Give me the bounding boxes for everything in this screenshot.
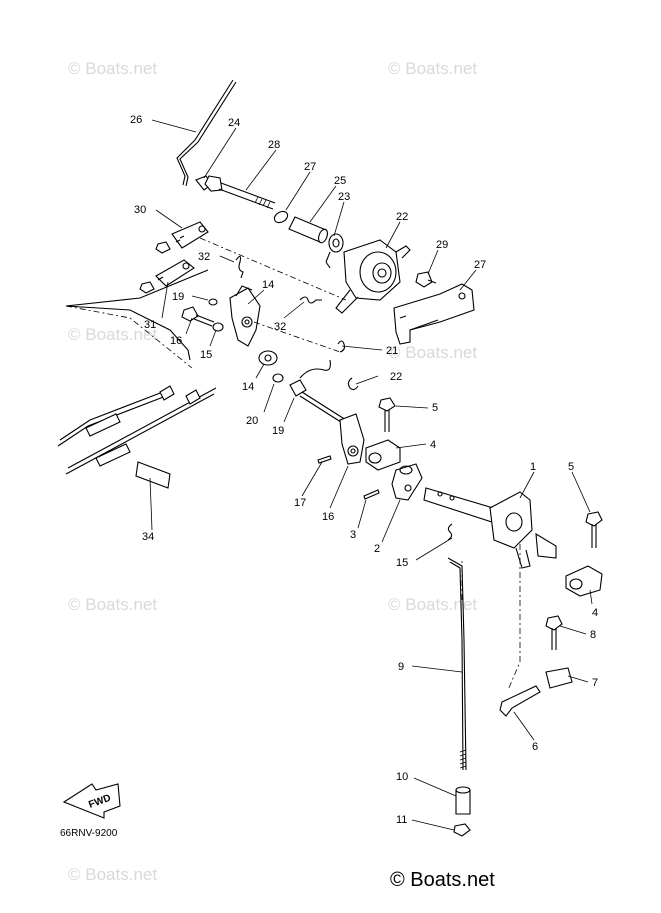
part-label-22: 22 xyxy=(390,371,402,383)
watermark-text: © Boats.net xyxy=(388,343,477,362)
watermark-text: © Boats.net xyxy=(68,59,157,78)
part-label-17: 15 xyxy=(200,349,212,361)
part-label-32: 31 xyxy=(144,319,156,331)
part-7-clamp xyxy=(545,667,573,689)
part-33-clip xyxy=(299,296,322,304)
part-label-25: 24 xyxy=(228,117,240,129)
part-label-7: 7 xyxy=(592,677,598,689)
remote-control-cables xyxy=(57,269,217,475)
part-label-28: 27 xyxy=(474,259,486,271)
part-14-pin xyxy=(317,455,332,464)
part-24-collar xyxy=(328,233,344,253)
diagram-code: 66RNV-9200 xyxy=(60,828,118,839)
part-label-10: 10 xyxy=(396,771,408,783)
part-label-4: 4 xyxy=(592,607,598,619)
part-18-bolt xyxy=(181,306,215,327)
part-label-23: 22 xyxy=(396,211,408,223)
part-34-label xyxy=(135,461,171,489)
part-2-lever xyxy=(391,463,423,501)
part-33-clip xyxy=(235,255,244,279)
nut-icon xyxy=(139,281,155,294)
part-label-11: 11 xyxy=(396,814,407,826)
part-label-26: 25 xyxy=(334,175,346,187)
part-number-labels: 26 24 28 27 25 23 22 29 27 30 32 31 19 1… xyxy=(130,114,598,826)
part-20-washer xyxy=(272,373,284,383)
part-30-bolt xyxy=(204,175,276,210)
nut-icon xyxy=(155,241,171,254)
part-4-clamp-lower xyxy=(565,565,603,597)
part-23-drum xyxy=(325,239,411,314)
part-label-4: 4 xyxy=(430,439,436,451)
part-27-rod xyxy=(176,79,237,187)
part-label-5: 5 xyxy=(432,402,438,414)
watermark-text: © Boats.net xyxy=(388,595,477,614)
fwd-arrow-icon: FWD xyxy=(62,783,121,819)
part-label-8: 8 xyxy=(590,629,596,641)
part-8-bolt xyxy=(545,615,563,650)
part-label-14: 17 xyxy=(294,497,306,509)
part-label-32: 30 xyxy=(134,204,146,216)
part-label-30: 28 xyxy=(268,139,280,151)
part-16-bushing xyxy=(258,350,278,366)
leader-lines xyxy=(149,119,593,831)
part-label-27: 26 xyxy=(130,114,142,126)
part-32-joint-upper xyxy=(171,221,209,249)
part-17-washer xyxy=(212,322,224,332)
watermark-text: © Boats.net xyxy=(68,325,157,344)
part-28-bracket xyxy=(393,283,475,345)
part-13-lever xyxy=(339,413,365,465)
part-label-15: 14 xyxy=(262,279,274,291)
part-31-bolt xyxy=(415,271,437,288)
part-9-rod xyxy=(447,557,467,771)
part-4-clamp xyxy=(365,439,401,471)
part-5-bolt-lower xyxy=(585,511,603,548)
part-label-6: 6 xyxy=(532,741,538,753)
watermark-layer: © Boats.net © Boats.net © Boats.net © Bo… xyxy=(68,59,477,884)
part-label-18: 16 xyxy=(170,335,182,347)
part-label-19: 19 xyxy=(272,425,284,437)
part-12-clip xyxy=(447,523,453,541)
watermark-text: © Boats.net xyxy=(68,595,157,614)
part-26-spacer xyxy=(288,216,329,244)
part-3-pin xyxy=(363,489,380,500)
part-label-34: 34 xyxy=(142,531,154,543)
part-32-joint-lower xyxy=(155,259,195,287)
part-21-clip xyxy=(337,340,346,353)
part-label-20: 19 xyxy=(172,291,184,303)
part-label-21: 21 xyxy=(386,345,398,357)
watermark-text: © Boats.net xyxy=(68,865,157,884)
watermark-text: © Boats.net xyxy=(388,59,477,78)
part-label-16: 14 xyxy=(242,381,254,393)
part-label-33: 32 xyxy=(274,321,286,333)
part-label-12: 15 xyxy=(396,557,408,569)
part-label-13: 16 xyxy=(322,511,334,523)
part-29-washer xyxy=(273,210,289,224)
part-label-9: 9 xyxy=(398,661,404,673)
reference-lines xyxy=(65,237,521,691)
part-label-29: 27 xyxy=(304,161,316,173)
copyright-text: © Boats.net xyxy=(390,869,495,891)
part-label-2: 2 xyxy=(374,543,380,555)
part-19-link xyxy=(289,359,347,425)
part-label-31: 29 xyxy=(436,239,448,251)
part-label-5: 5 xyxy=(568,461,574,473)
part-label-33: 32 xyxy=(198,251,210,263)
part-22-clip xyxy=(347,377,359,391)
part-label-1: 1 xyxy=(530,461,536,473)
part-11-nut xyxy=(453,823,471,837)
part-label-3: 3 xyxy=(350,529,356,541)
part-5-bolt xyxy=(378,397,396,432)
part-10-sleeve xyxy=(455,786,471,815)
part-15-lever xyxy=(229,285,261,347)
part-1-shaft xyxy=(423,487,557,569)
part-20-washer xyxy=(208,298,218,306)
part-6-bracket xyxy=(499,685,541,717)
part-label-24: 23 xyxy=(338,191,350,203)
part-label-20: 20 xyxy=(246,415,258,427)
